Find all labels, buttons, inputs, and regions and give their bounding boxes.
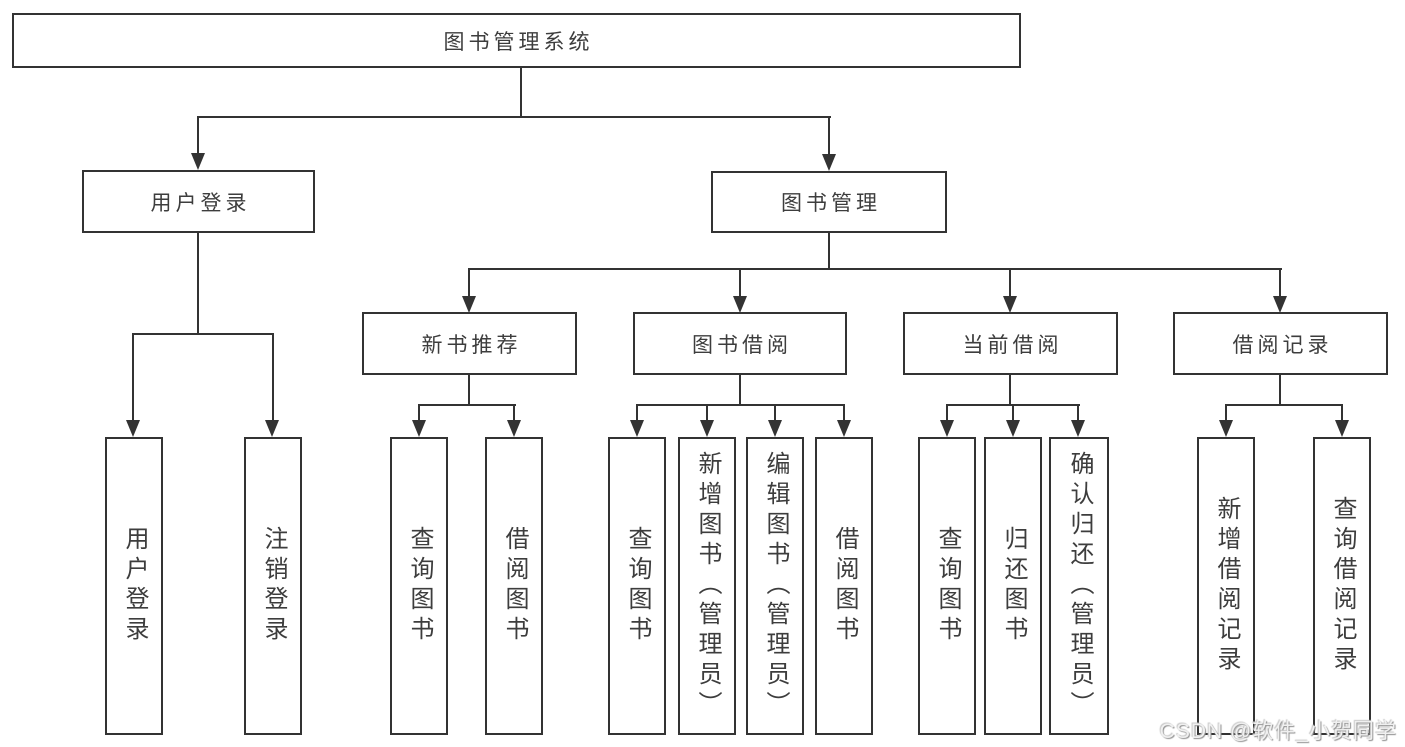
node-label: 注销登录 (260, 526, 287, 646)
node-book-management: 图书管理 (711, 171, 947, 233)
node-label: 查询图书 (406, 526, 433, 646)
node-new-book-recommend: 新书推荐 (362, 312, 577, 375)
arrowhead-down-icon (265, 420, 279, 437)
node-current-borrowing: 当前借阅 (903, 312, 1118, 375)
arrowhead-down-icon (1219, 420, 1233, 437)
connector-level1-split (197, 116, 831, 118)
node-label: 图书借阅 (692, 333, 792, 357)
connector-drop-leaf (946, 404, 948, 422)
connector-drop-leaf (1012, 404, 1014, 422)
node-query-books-borrow: 查询图书 (608, 437, 666, 735)
arrowhead-down-icon (191, 153, 205, 170)
arrowhead-down-icon (507, 420, 521, 437)
node-borrowing-records: 借阅记录 (1173, 312, 1388, 375)
arrowhead-down-icon (733, 296, 747, 313)
connector-drop-leaf (636, 404, 638, 422)
arrowhead-down-icon (940, 420, 954, 437)
connector-book-management-stem (828, 233, 830, 270)
connector-level2-split (468, 268, 1282, 270)
connector-book-borrow-stem (739, 375, 741, 406)
node-label: 图书管理 (781, 192, 881, 215)
connector-drop-current-borrow (1009, 268, 1011, 298)
arrowhead-down-icon (700, 420, 714, 437)
connector-user-login-stem (197, 233, 199, 335)
node-confirm-return-admin: 确认归还（管理员） (1049, 437, 1109, 735)
arrowhead-down-icon (462, 296, 476, 313)
arrowhead-down-icon (1006, 420, 1020, 437)
connector-drop-logout (272, 333, 274, 422)
connector-user-login-split (132, 333, 274, 335)
node-label: 新增借阅记录 (1213, 496, 1240, 676)
node-label: 确认归还（管理员） (1066, 451, 1093, 721)
connector-drop-leaf (513, 404, 515, 422)
node-add-borrow-record: 新增借阅记录 (1197, 437, 1255, 735)
node-logout: 注销登录 (244, 437, 302, 735)
arrowhead-down-icon (1003, 296, 1017, 313)
node-label: 编辑图书（管理员） (762, 451, 789, 721)
connector-drop-new-book (468, 268, 470, 298)
connector-new-book-split (418, 404, 516, 406)
node-label: 用户登录 (121, 526, 148, 646)
connector-drop-leaf (774, 404, 776, 422)
arrowhead-down-icon (822, 154, 836, 171)
node-login: 用户登录 (105, 437, 163, 735)
node-borrow-books: 借阅图书 (815, 437, 873, 735)
connector-current-borrow-stem (1009, 375, 1011, 406)
connector-drop-leaf (418, 404, 420, 422)
node-label: 查询图书 (624, 526, 651, 646)
node-label: 借阅记录 (1232, 333, 1333, 357)
connector-borrow-records-stem (1279, 375, 1281, 406)
node-label: 查询图书 (934, 526, 961, 646)
connector-drop-login (132, 333, 134, 422)
connector-new-book-stem (468, 375, 470, 406)
connector-drop-book-borrow (739, 268, 741, 298)
node-label: 用户登录 (150, 191, 251, 215)
csdn-watermark: CSDN @软件_小贺同学 (1159, 720, 1397, 743)
node-label: 借阅图书 (831, 526, 858, 646)
arrowhead-down-icon (1071, 420, 1085, 437)
arrowhead-down-icon (630, 420, 644, 437)
node-add-book-admin: 新增图书（管理员） (678, 437, 736, 735)
node-label: 借阅图书 (501, 526, 528, 646)
node-label: 新书推荐 (421, 333, 522, 357)
connector-root-stem (520, 66, 522, 118)
node-root-system: 图书管理系统 (12, 13, 1021, 68)
node-return-books: 归还图书 (984, 437, 1042, 735)
arrowhead-down-icon (768, 420, 782, 437)
arrowhead-down-icon (412, 420, 426, 437)
node-query-books-recommend: 查询图书 (390, 437, 448, 735)
node-label: 新增图书（管理员） (694, 451, 721, 721)
node-query-borrow-record: 查询借阅记录 (1313, 437, 1371, 735)
connector-drop-leaf (1341, 404, 1343, 422)
node-label: 当前借阅 (962, 333, 1063, 357)
node-user-login-module: 用户登录 (82, 170, 315, 233)
node-label: 图书管理系统 (443, 30, 594, 54)
connector-book-borrow-split (636, 404, 845, 406)
arrowhead-down-icon (1335, 420, 1349, 437)
connector-drop-leaf (1225, 404, 1227, 422)
connector-drop-leaf (843, 404, 845, 422)
connector-drop-leaf (706, 404, 708, 422)
arrowhead-down-icon (1273, 296, 1287, 313)
connector-drop-leaf (1077, 404, 1079, 422)
connector-drop-book-management (828, 116, 830, 156)
node-book-borrowing: 图书借阅 (633, 312, 847, 375)
arrowhead-down-icon (837, 420, 851, 437)
arrowhead-down-icon (126, 420, 140, 437)
connector-drop-borrow-records (1279, 268, 1281, 298)
connector-borrow-records-split (1225, 404, 1343, 406)
node-borrow-books-recommend: 借阅图书 (485, 437, 543, 735)
node-label: 查询借阅记录 (1329, 496, 1356, 676)
node-edit-book-admin: 编辑图书（管理员） (746, 437, 804, 735)
node-label: 归还图书 (1000, 526, 1027, 646)
connector-drop-user-login (197, 116, 199, 156)
node-query-books-current: 查询图书 (918, 437, 976, 735)
